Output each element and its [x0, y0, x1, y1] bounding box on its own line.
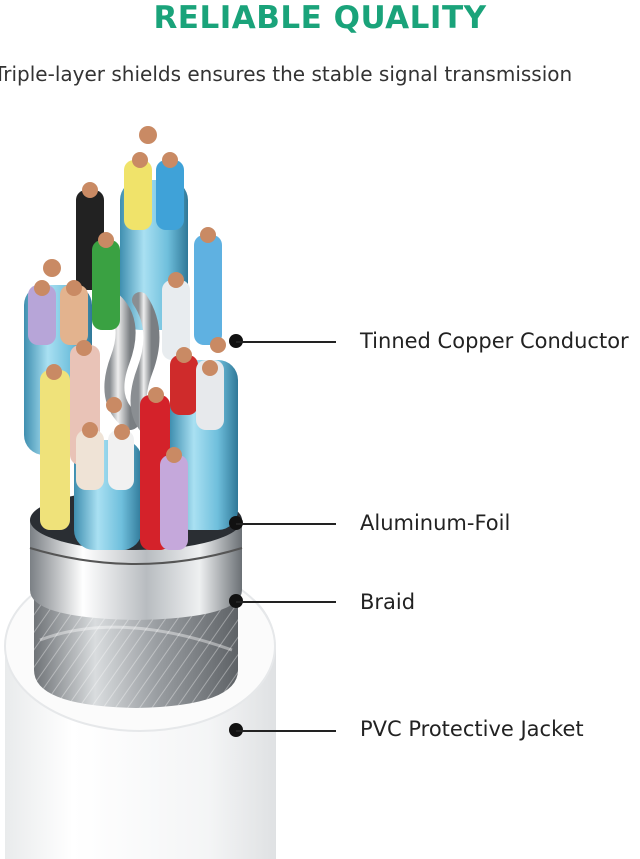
jacket-callout-line	[236, 730, 336, 732]
callout-braid: Braid	[360, 589, 415, 615]
braid-callout-line	[236, 601, 336, 603]
callout-tinned-copper-conductor: Tinned Copper Conductor	[360, 328, 629, 354]
callout-pvc-protective-jacket: PVC Protective Jacket	[360, 716, 584, 742]
conductor-callout-line	[236, 341, 336, 343]
cable-cross-section-illustration	[0, 110, 640, 859]
page-title: RELIABLE QUALITY	[0, 0, 640, 36]
foil-callout-line	[236, 523, 336, 525]
callout-aluminum-foil: Aluminum-Foil	[360, 510, 510, 536]
page-subtitle: Triple-layer shields ensures the stable …	[0, 60, 640, 88]
